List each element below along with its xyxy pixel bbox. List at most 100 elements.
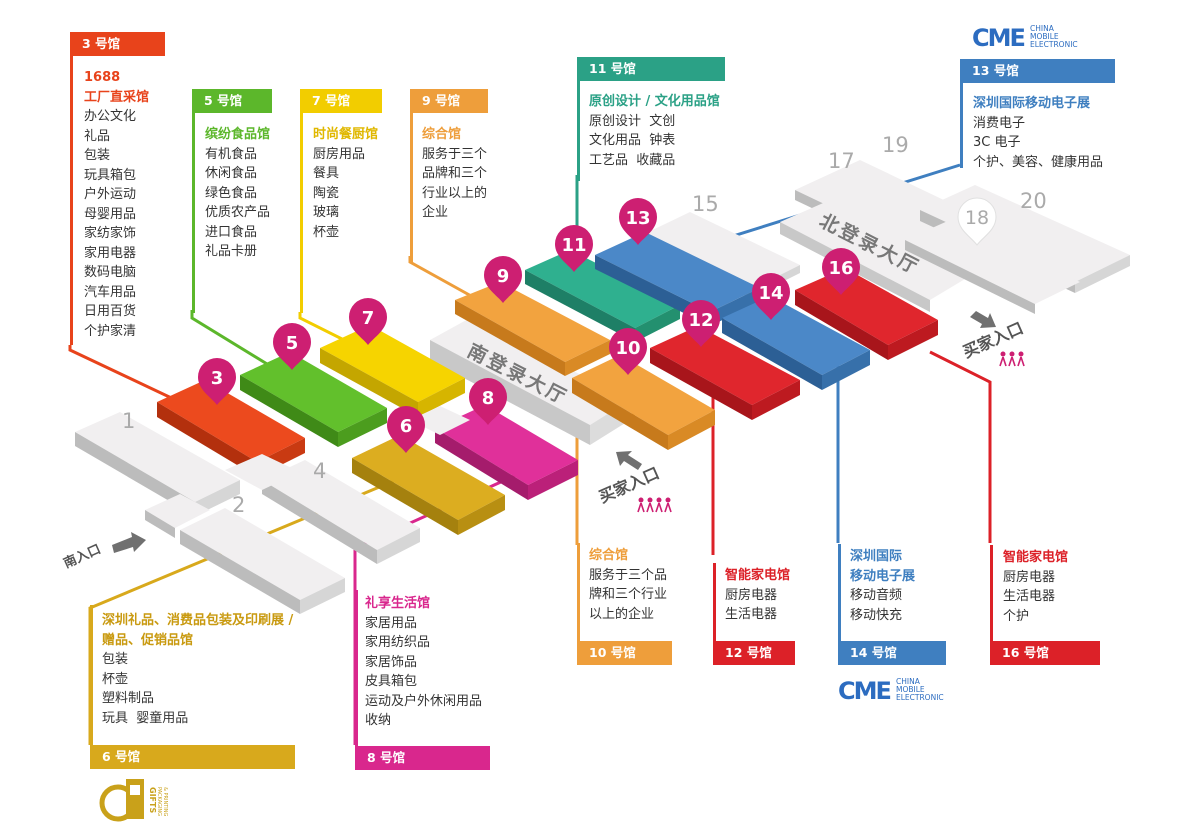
list-item: 3C 电子 — [973, 135, 1021, 150]
list-item: 生活电器 — [725, 607, 778, 622]
card-hall-14-title: 深圳国际 — [850, 549, 903, 564]
card-hall-16[interactable]: 智能家电馆 厨房电器 生活电器 个护 16 号馆 — [990, 545, 1100, 665]
card-hall-6[interactable]: 深圳礼品、消费品包装及印刷展 / 赠品、促销品馆 包装 杯壶 塑料制品 玩具 婴… — [90, 605, 295, 769]
buyer-people-1-icon — [637, 497, 672, 513]
list-item: 收纳 — [365, 713, 392, 728]
pin-hall-9[interactable]: 9 — [484, 256, 522, 303]
card-hall-7-header: 7 号馆 — [300, 89, 382, 113]
card-hall-12[interactable]: 智能家电馆 厨房电器 生活电器 12 号馆 — [713, 563, 795, 665]
hall-1-number: 1 — [122, 409, 135, 433]
hall-17-number: 17 — [828, 149, 855, 173]
card-hall-14-items: 移动音频 移动快充 — [850, 586, 915, 625]
list-item: 家纺家饰 — [84, 226, 137, 241]
list-item: 礼品卡册 — [205, 244, 258, 259]
card-hall-8-items: 家居用品 家用纺织品 家居饰品 皮具箱包 运动及户外休闲用品 收纳 — [365, 614, 482, 731]
gpp-logo: GIFTS PACKAGING & PRINTING — [99, 779, 168, 822]
pin-hall-14[interactable]: 14 — [752, 273, 790, 320]
card-hall-3-header: 3 号馆 — [70, 32, 165, 56]
hall-15-number: 15 — [692, 192, 719, 216]
list-item: 牌和三个行业 — [589, 587, 668, 602]
hall-10-shape — [572, 355, 715, 435]
list-item: 玻璃 — [313, 205, 340, 220]
people-icons — [637, 351, 1025, 513]
list-item: 餐具 — [313, 166, 340, 181]
list-item: 运动及户外休闲用品 — [365, 693, 483, 709]
list-item: 个护 — [1003, 608, 1030, 624]
card-hall-14-title2: 移动电子展 — [850, 568, 916, 584]
list-item: 移动快充 — [850, 607, 903, 623]
card-hall-7-title: 时尚餐厨馆 — [313, 127, 379, 142]
hall-2-shape — [180, 508, 345, 600]
list-item: 进口食品 — [205, 224, 258, 240]
hall-1-shape — [75, 412, 240, 502]
pin-hall-10-number: 10 — [615, 338, 640, 359]
entry-arrows — [112, 311, 996, 553]
pin-hall-8[interactable]: 8 — [469, 378, 507, 425]
hall-11-shape — [525, 250, 680, 328]
pin-hall-7[interactable]: 7 — [349, 298, 387, 345]
card-hall-9-header: 9 号馆 — [410, 89, 488, 113]
list-item: 个护、美容、健康用品 — [973, 154, 1104, 170]
card-hall-5-title: 缤纷食品馆 — [205, 127, 271, 142]
card-hall-3-title2: 工厂直采馆 — [84, 89, 150, 105]
hall-19-number: 19 — [882, 133, 909, 157]
buyer-people-2-icon — [999, 351, 1025, 367]
cme-logo-bottom: CME CHINA MOBILE ELECTRONIC — [838, 677, 944, 705]
pin-hall-13[interactable]: 13 — [619, 198, 657, 245]
card-hall-14[interactable]: 深圳国际 移动电子展 移动音频 移动快充 14 号馆 — [838, 544, 946, 665]
list-item: 厨房电器 — [1003, 569, 1056, 585]
card-hall-16-title: 智能家电馆 — [1003, 550, 1069, 565]
card-hall-9-items: 服务于三个 品牌和三个 行业以上的 企业 — [422, 145, 487, 223]
card-hall-16-items: 厨房电器 生活电器 个护 — [1003, 568, 1068, 627]
pin-hall-10[interactable]: 10 — [609, 328, 647, 375]
card-hall-8[interactable]: 礼享生活馆 家居用品 家用纺织品 家居饰品 皮具箱包 运动及户外休闲用品 收纳 … — [355, 590, 490, 770]
pin-hall-3[interactable]: 3 — [198, 358, 236, 405]
card-hall-11-header: 11 号馆 — [577, 57, 725, 81]
list-item: 家居用品 — [365, 615, 418, 631]
list-item: 优质农产品 — [205, 205, 271, 220]
list-item: 包装 — [84, 148, 111, 163]
hall-18-pin: 18 — [957, 197, 997, 246]
pin-hall-6[interactable]: 6 — [387, 406, 425, 453]
list-item: 皮具箱包 — [365, 674, 418, 689]
pin-hall-5[interactable]: 5 — [273, 323, 311, 370]
list-item: 服务于三个品 — [589, 567, 668, 583]
hall-5-shape — [240, 352, 387, 432]
card-hall-16-header: 16 号馆 — [990, 641, 1100, 665]
card-hall-12-items: 厨房电器 生活电器 — [725, 586, 790, 625]
list-item: 办公文化 — [84, 109, 137, 124]
card-hall-6-title: 深圳礼品、消费品包装及印刷展 / — [102, 613, 294, 628]
card-hall-6-title2: 赠品、促销品馆 — [102, 632, 194, 648]
card-hall-8-title: 礼享生活馆 — [365, 596, 431, 611]
card-hall-9-title: 综合馆 — [422, 127, 462, 142]
cme-logo-top-line2: MOBILE — [1030, 32, 1059, 41]
list-item: 原创设计 文创 — [589, 113, 676, 129]
list-item: 杯壶 — [102, 671, 129, 687]
list-item: 绿色食品 — [205, 185, 258, 201]
pin-hall-14-number: 14 — [758, 283, 783, 304]
hall-13-shape — [595, 232, 760, 312]
card-hall-7-items: 厨房用品 餐具 陶瓷 玻璃 杯壶 — [313, 145, 378, 243]
card-hall-14-header: 14 号馆 — [838, 641, 946, 665]
pin-hall-9-number: 9 — [497, 266, 510, 287]
list-item: 家用电器 — [84, 245, 137, 261]
hall-12-shape — [650, 326, 800, 405]
card-hall-10[interactable]: 综合馆 服务于三个品 牌和三个行业 以上的企业 10 号馆 — [577, 543, 672, 665]
pin-hall-16[interactable]: 16 — [822, 248, 860, 295]
list-item: 包装 — [102, 652, 129, 667]
south-entry-arrow-icon — [112, 532, 146, 553]
hall-18-number: 18 — [965, 207, 989, 229]
pin-hall-11[interactable]: 11 — [555, 225, 593, 272]
pin-hall-12[interactable]: 12 — [682, 300, 720, 347]
list-item: 玩具 婴童用品 — [102, 710, 189, 726]
card-hall-10-title: 综合馆 — [589, 548, 629, 563]
cme-logo-bottom-line2: MOBILE — [896, 685, 925, 694]
hall-4-number: 4 — [313, 459, 326, 483]
list-item: 生活电器 — [1003, 589, 1056, 604]
south-lobby-shape — [430, 318, 630, 425]
list-item: 消费电子 — [973, 115, 1026, 131]
pin-hall-8-number: 8 — [482, 388, 495, 409]
list-item: 移动音频 — [850, 588, 903, 603]
hall-8-shape — [435, 405, 578, 485]
